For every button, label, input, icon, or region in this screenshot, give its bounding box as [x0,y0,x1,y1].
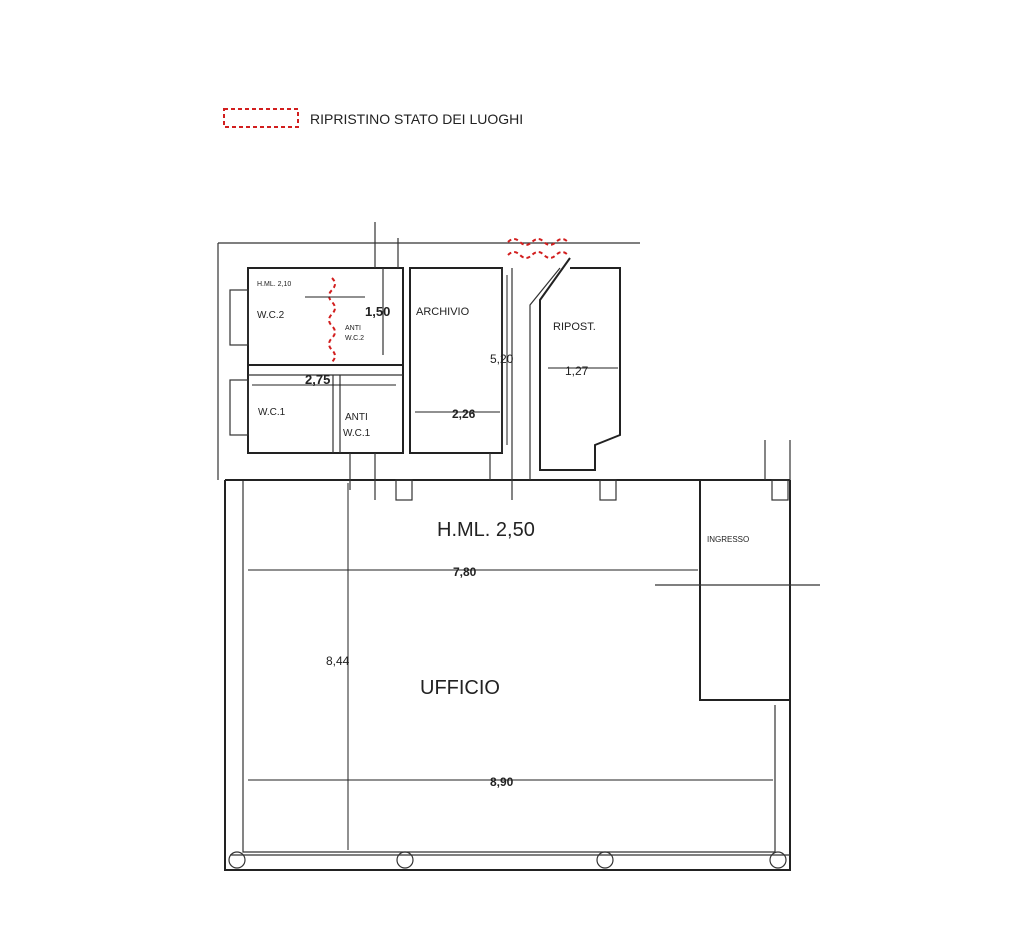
room-label-storage: RIPOST. [553,321,596,333]
room-labels: H.ML. 2,10 W.C.2 ANTI W.C.2 W.C.1 ANTI W… [257,281,749,699]
dim-office-width-upper: 7,80 [453,565,477,579]
room-label-office: UFFICIO [420,677,500,699]
restoration-marker-top [507,238,569,246]
restoration-markers [328,238,569,363]
dim-archive-depth: 5,20 [490,352,514,366]
dim-wc-block-width: 2,75 [305,372,330,387]
storage-room [529,257,621,480]
dim-archive-width: 2,26 [452,407,476,421]
room-label-anti-wc2-line1: ANTI [345,325,361,332]
restoration-marker-wc [328,277,336,363]
room-label-tiny: H.ML. 2,10 [257,281,291,288]
restoration-legend-symbol [223,108,299,128]
room-label-anti-wc2-line2: W.C.2 [345,335,364,342]
dim-storage-width: 1,27 [565,364,589,378]
ceiling-height-note: H.ML. 2,50 [437,519,535,541]
dimension-lines [248,275,773,850]
legend-label: RIPRISTINO STATO DEI LUOGHI [310,111,523,127]
dimension-values: 1,50 2,75 2,26 5,20 1,27 7,80 8,44 8,90 [305,304,589,789]
dim-wc-width: 1,50 [365,304,390,319]
outer-walls [217,242,791,871]
room-label-wc2: W.C.2 [257,310,285,321]
room-label-anti-wc1-line2: W.C.1 [343,428,371,439]
room-label-archive: ARCHIVIO [416,306,470,318]
legend: RIPRISTINO STATO DEI LUOGHI [223,108,523,128]
service-block [229,222,404,500]
dim-office-depth: 8,44 [326,654,350,668]
room-label-anti-wc1-line1: ANTI [345,412,368,423]
room-label-side: INGRESSO [707,535,749,544]
office-features [395,440,820,586]
dim-office-width-lower: 8,90 [490,775,514,789]
archive-room [409,267,513,500]
room-label-wc1: W.C.1 [258,407,286,418]
